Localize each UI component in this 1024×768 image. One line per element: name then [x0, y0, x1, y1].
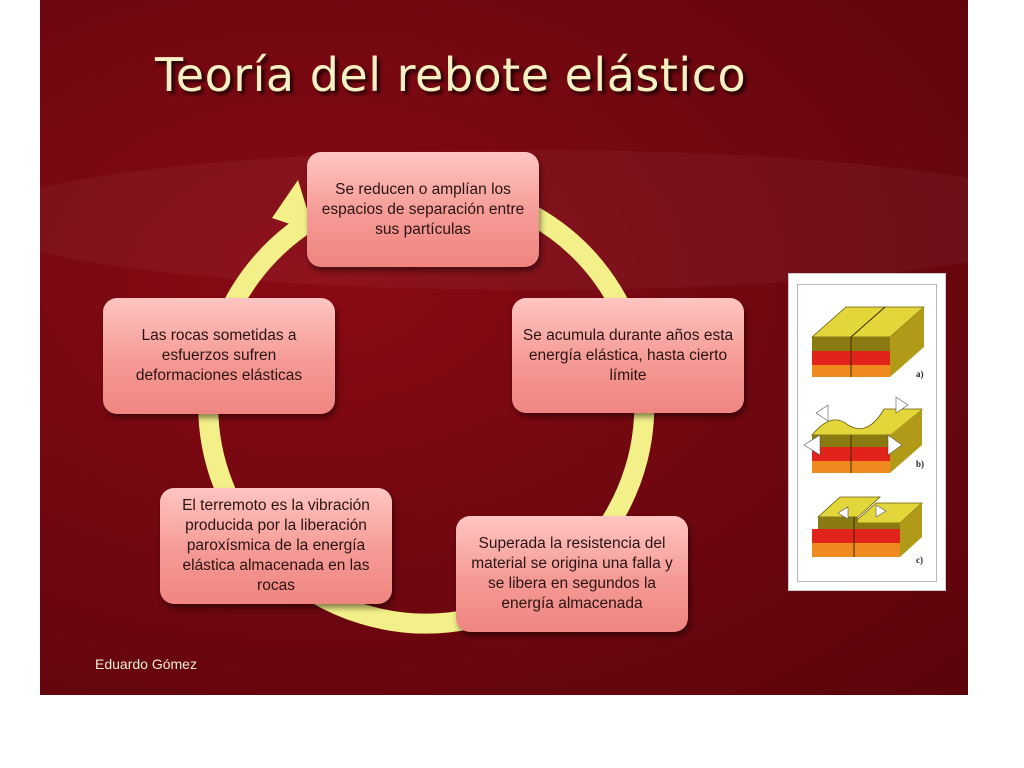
cycle-node-3-text: Superada la resistencia del material se …: [471, 535, 673, 612]
fault-diagram-frame: a) b) c): [797, 284, 937, 582]
cycle-node-4-text: El terremoto es la vibración producida p…: [182, 497, 370, 594]
cycle-node-2: Se acumula durante años esta energía elá…: [512, 298, 744, 413]
block-a: [810, 306, 926, 377]
figure-label-b: b): [916, 459, 925, 469]
cycle-node-5: Las rocas sometidas a esfuerzos sufren d…: [103, 298, 335, 414]
block-c: [812, 496, 924, 557]
slide-title: Teoría del rebote elástico: [155, 48, 747, 102]
cycle-node-1: Se reducen o amplían los espacios de sep…: [307, 152, 539, 267]
cycle-arrow-head: [272, 180, 314, 232]
block-b: [803, 396, 923, 473]
figure-label-c: c): [916, 555, 923, 565]
author-credit: Eduardo Gómez: [95, 656, 197, 672]
cycle-node-5-text: Las rocas sometidas a esfuerzos sufren d…: [135, 327, 303, 384]
fault-diagram-figure: a) b) c): [788, 273, 946, 591]
cycle-node-3: Superada la resistencia del material se …: [456, 516, 688, 632]
cycle-node-2-text: Se acumula durante años esta energía elá…: [522, 326, 734, 384]
figure-label-a: a): [916, 369, 924, 379]
cycle-node-4: El terremoto es la vibración producida p…: [160, 488, 392, 604]
cycle-node-1-text: Se reducen o amplían los espacios de sep…: [321, 180, 525, 238]
slide: Teoría del rebote elástico Se reducen o …: [40, 0, 968, 695]
fault-block-illustrations: [803, 306, 926, 557]
